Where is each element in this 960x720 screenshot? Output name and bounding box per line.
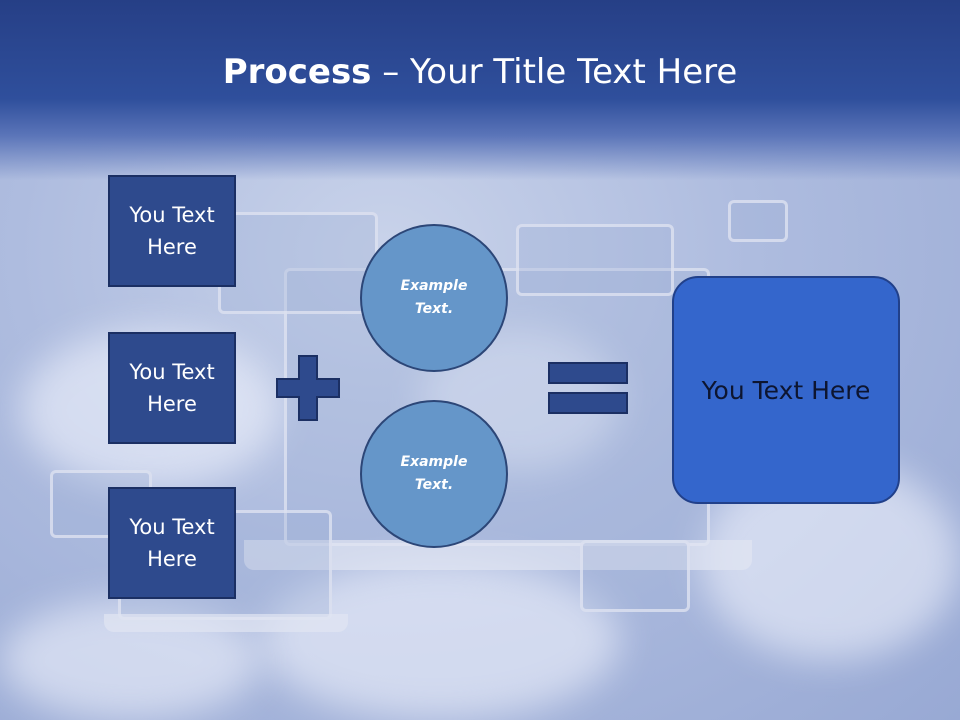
left-text-box-2[interactable]: You Text Here (108, 332, 236, 444)
cloud (260, 560, 620, 720)
title-rest: – Your Title Text Here (371, 52, 738, 92)
sky-header-band (0, 0, 960, 180)
background-laptop-base (104, 614, 348, 632)
equals-icon (548, 362, 628, 414)
background-laptop-screen (218, 212, 378, 314)
plus-icon (276, 355, 340, 421)
left-text-box-1[interactable]: You Text Here (108, 175, 236, 287)
background-laptop-screen (516, 224, 674, 296)
left-text-box-3[interactable]: You Text Here (108, 487, 236, 599)
example-circle-2[interactable]: Example Text. (360, 400, 508, 548)
background-laptop-screen (580, 540, 690, 612)
slide-title: Process – Your Title Text Here (0, 52, 960, 92)
background-laptop-screen (728, 200, 788, 242)
example-circle-1[interactable]: Example Text. (360, 224, 508, 372)
title-bold: Process (222, 52, 372, 92)
result-box[interactable]: You Text Here (672, 276, 900, 504)
background-laptop-base (244, 540, 752, 570)
